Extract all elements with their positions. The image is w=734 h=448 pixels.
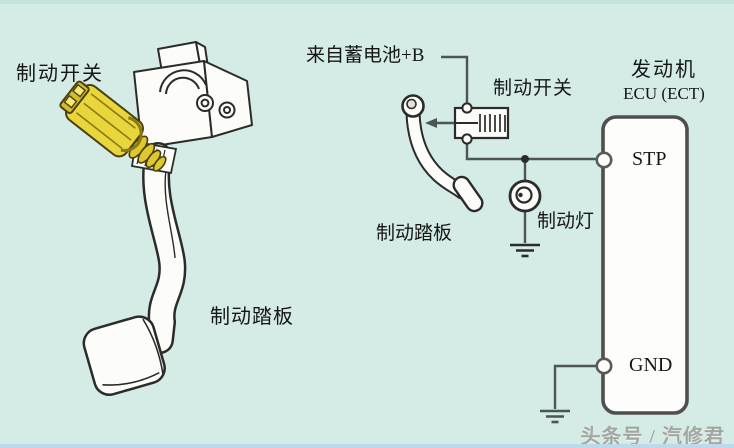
pedal-bracket: [133, 41, 253, 159]
top-edge-strip: [0, 0, 734, 4]
brake-light-label: 制动灯: [537, 211, 595, 232]
ground-symbol-lamp: [510, 243, 540, 258]
gnd-terminal-label: GND: [629, 354, 673, 376]
mini-pedal: [401, 94, 484, 213]
bottom-edge-strip: [0, 444, 734, 448]
ground-symbol-ecu: [540, 409, 570, 424]
brake-switch-label-left: 制动开关: [16, 63, 104, 85]
brake-pedal-label-left: 制动踏板: [210, 306, 294, 328]
pedal-arm: [142, 142, 187, 354]
arrow-to-pedal-icon: [425, 118, 437, 128]
brake-light-symbol: [508, 179, 542, 213]
brake-pedal-label-circuit: 制动踏板: [376, 223, 453, 244]
stp-terminal: [595, 151, 613, 169]
circuit-brake-switch-symbol: [453, 102, 510, 145]
ecu-box: [601, 115, 689, 415]
ecu-title: 发动机 ECU (ECT): [610, 53, 718, 104]
battery-source-label: 来自蓄电池+B: [306, 45, 425, 66]
stp-terminal-label: STP: [632, 148, 667, 170]
gnd-terminal: [595, 357, 613, 375]
circuit-wires: [437, 55, 597, 409]
brake-switch-label-circuit: 制动开关: [493, 78, 574, 99]
ecu-title-line1: 发动机: [631, 59, 697, 81]
brake-switch-illustration: [59, 80, 167, 172]
ecu-title-line2: ECU (ECT): [623, 84, 705, 103]
pedal-pad: [82, 315, 166, 396]
wire-junction-dot: [521, 155, 529, 163]
watermark-text: 头条号 / 汽修君: [580, 426, 725, 448]
